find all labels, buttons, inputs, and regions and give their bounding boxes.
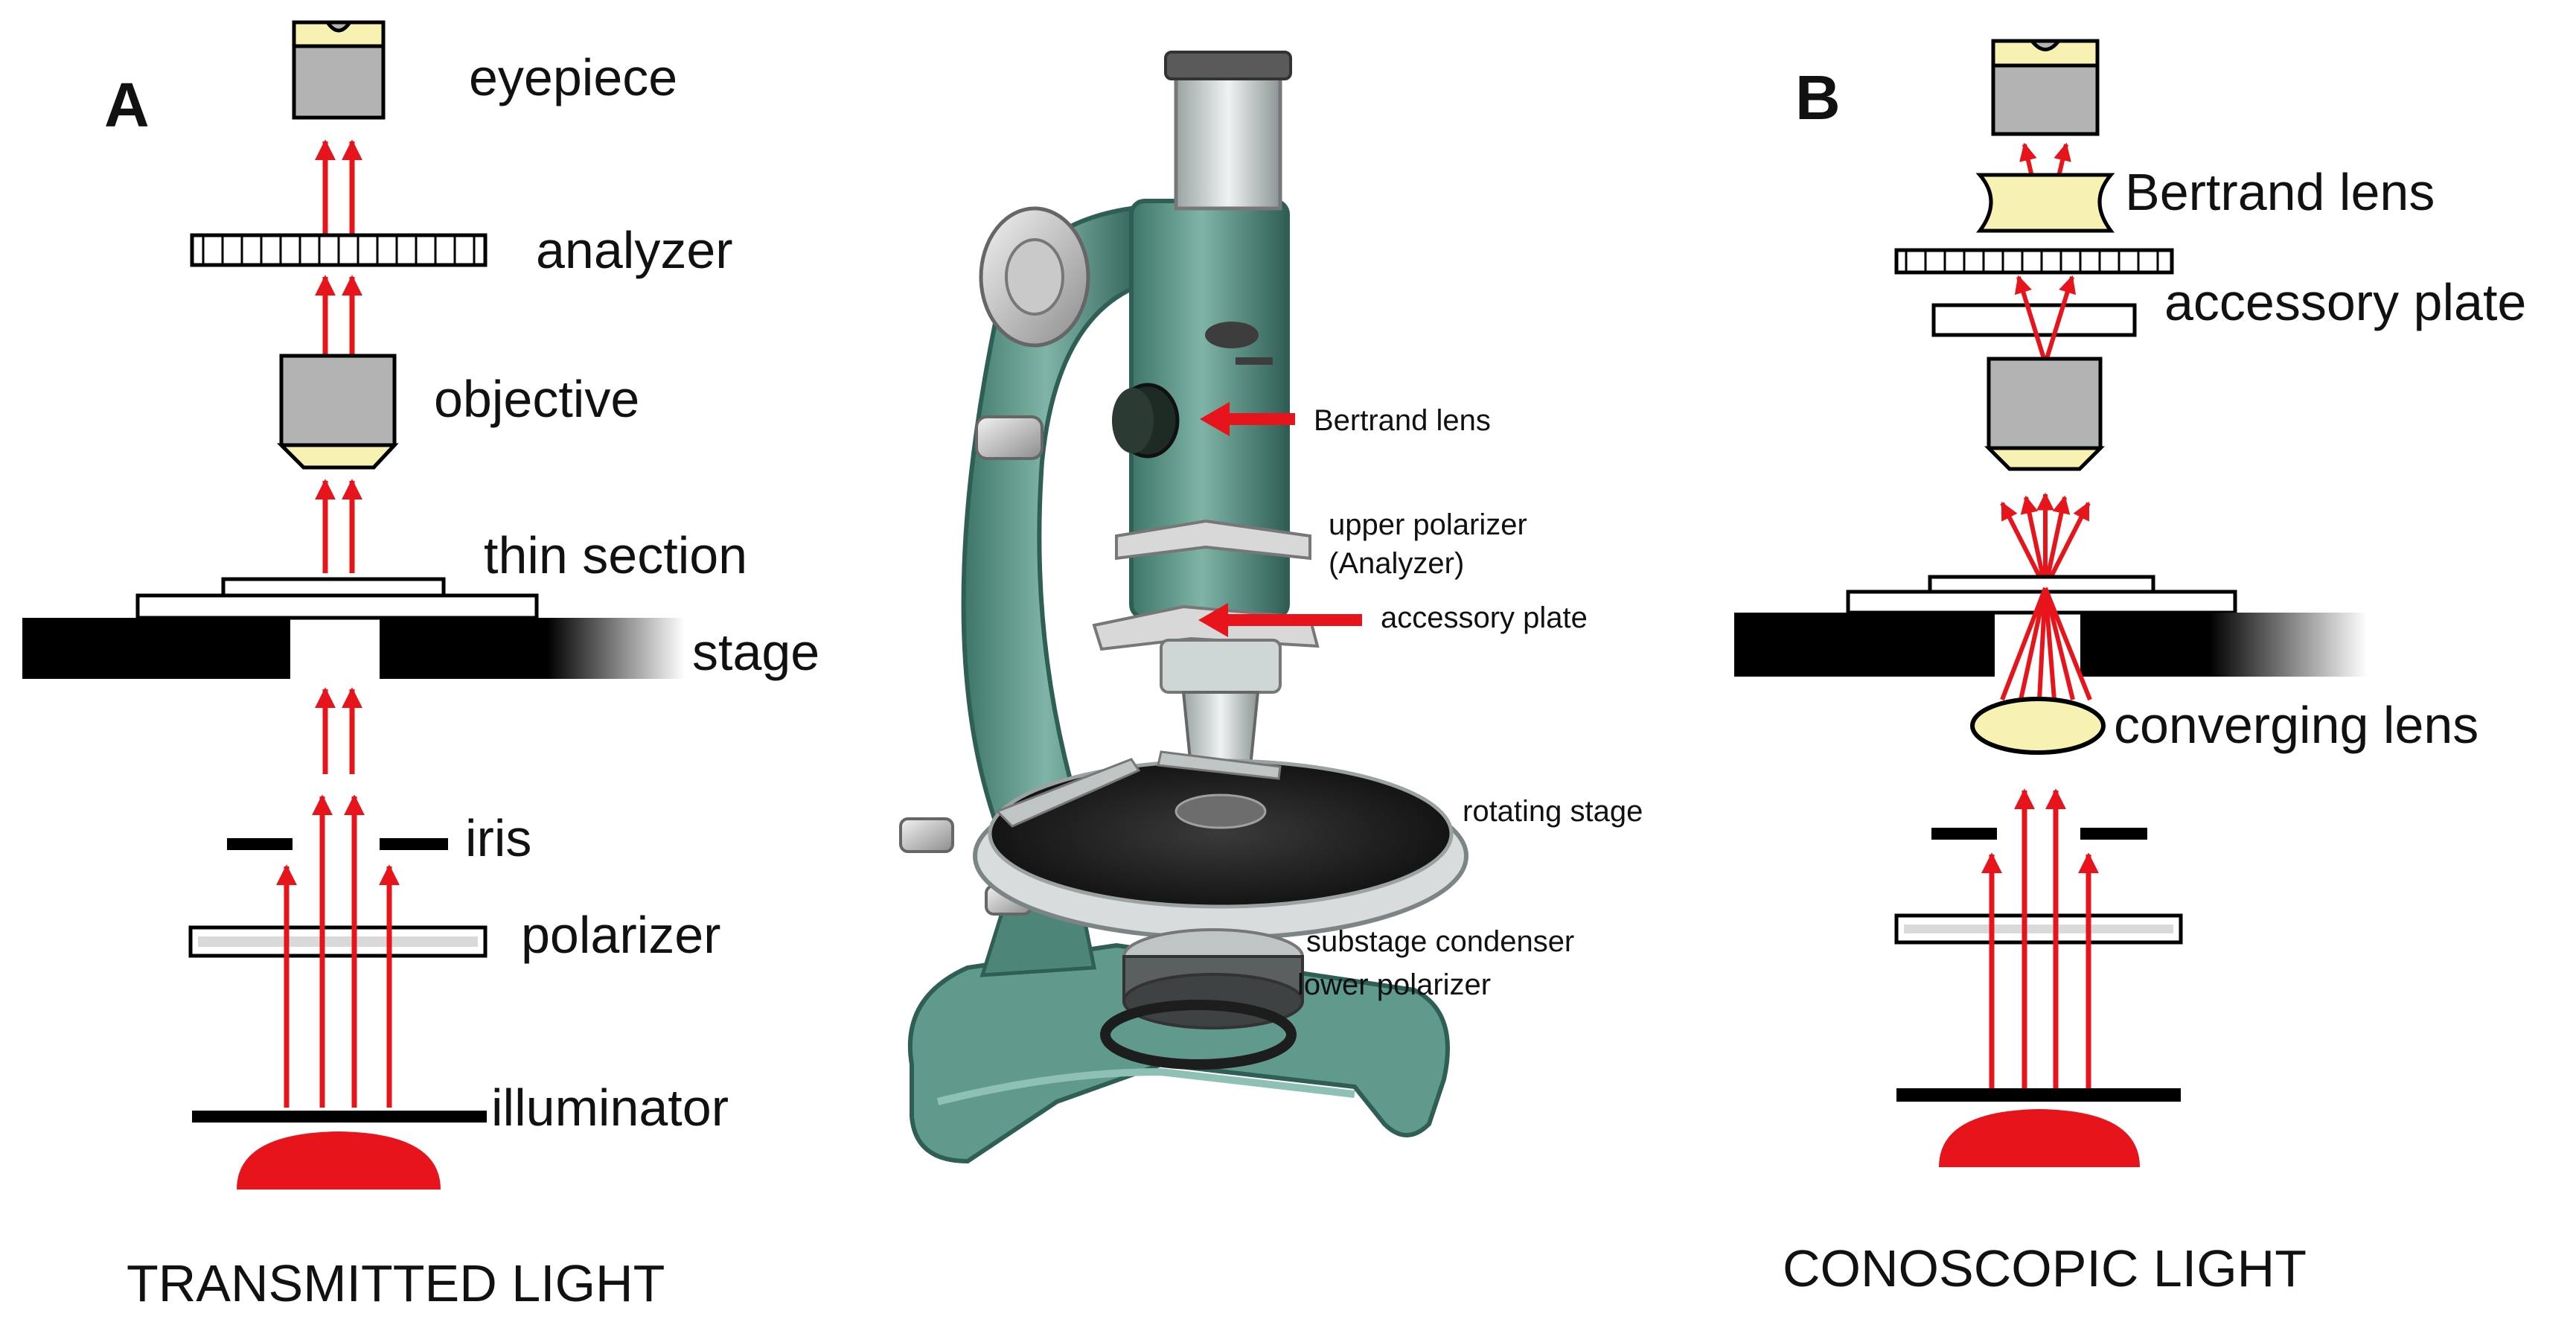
label-bertrand-lens: Bertrand lens	[2125, 163, 2435, 221]
label-stage: stage	[692, 623, 819, 681]
rays-a-below-stage	[315, 687, 362, 774]
label-converging-lens: converging lens	[2114, 696, 2478, 754]
iris-a	[227, 838, 448, 850]
lamp-b	[1939, 1109, 2140, 1167]
rays-a-analyzer-objective	[315, 275, 362, 356]
panel-b: B Bertrand lens accessory plate	[1734, 39, 2526, 1297]
rays-b-converge	[2000, 587, 2092, 701]
thin-section-a	[221, 577, 446, 598]
lamp-a	[237, 1131, 441, 1190]
rays-a-source	[276, 794, 400, 1108]
thin-section-b	[1928, 575, 2155, 594]
caption-b: CONOSCOPIC LIGHT	[1783, 1239, 2307, 1297]
stage-b	[1734, 613, 2367, 677]
callout-bertrand-lens: Bertrand lens	[1314, 404, 1491, 437]
stage-a	[22, 618, 685, 679]
rays-b-source	[1981, 788, 2099, 1088]
analyzer-a	[190, 233, 488, 267]
eyepiece-a	[292, 20, 386, 120]
callout-arrows	[1198, 402, 1362, 637]
illuminator-plate-a	[192, 1111, 487, 1123]
callout-upper-polarizer: upper polarizer	[1329, 508, 1527, 541]
analyzer-b	[1894, 248, 2174, 275]
slide-glass-a	[135, 593, 539, 620]
callout-analyzer: (Analyzer)	[1329, 547, 1464, 580]
polarizer-a	[188, 925, 488, 958]
label-thin-section: thin section	[484, 526, 747, 584]
illuminator-plate-b	[1896, 1088, 2181, 1102]
rays-b-accessory	[2014, 275, 2077, 364]
panel-a: A eyepiece analyzer objective	[22, 20, 819, 1312]
polarizer-b	[1894, 913, 2183, 945]
iris-b	[1931, 828, 2147, 840]
label-iris: iris	[465, 809, 531, 867]
label-accessory-plate: accessory plate	[2164, 273, 2526, 331]
label-eyepiece: eyepiece	[469, 48, 677, 106]
bertrand-lens-b	[1975, 173, 2115, 233]
label-illuminator: illuminator	[491, 1079, 729, 1137]
callout-accessory-plate: accessory plate	[1381, 601, 1588, 634]
panel-b-letter: B	[1795, 63, 1841, 132]
rays-a-objective-stage	[315, 479, 362, 573]
label-objective: objective	[434, 370, 639, 428]
callout-lower-polarizer: lower polarizer	[1297, 968, 1491, 1001]
callout-rotating-stage: rotating stage	[1463, 795, 1643, 828]
rays-a-upper	[315, 139, 362, 237]
label-analyzer: analyzer	[536, 221, 733, 279]
microscope-illustration	[899, 51, 1468, 1164]
caption-a: TRANSMITTED LIGHT	[127, 1254, 665, 1312]
converging-lens-b	[1970, 697, 2106, 755]
rays-b-fan	[2000, 492, 2091, 590]
eyepiece-b	[1991, 39, 2100, 136]
objective-a	[276, 354, 399, 470]
objective-b	[1984, 357, 2106, 471]
label-polarizer: polarizer	[521, 906, 720, 964]
panel-a-letter: A	[104, 70, 150, 140]
callout-substage-condenser: substage condenser	[1306, 925, 1574, 958]
